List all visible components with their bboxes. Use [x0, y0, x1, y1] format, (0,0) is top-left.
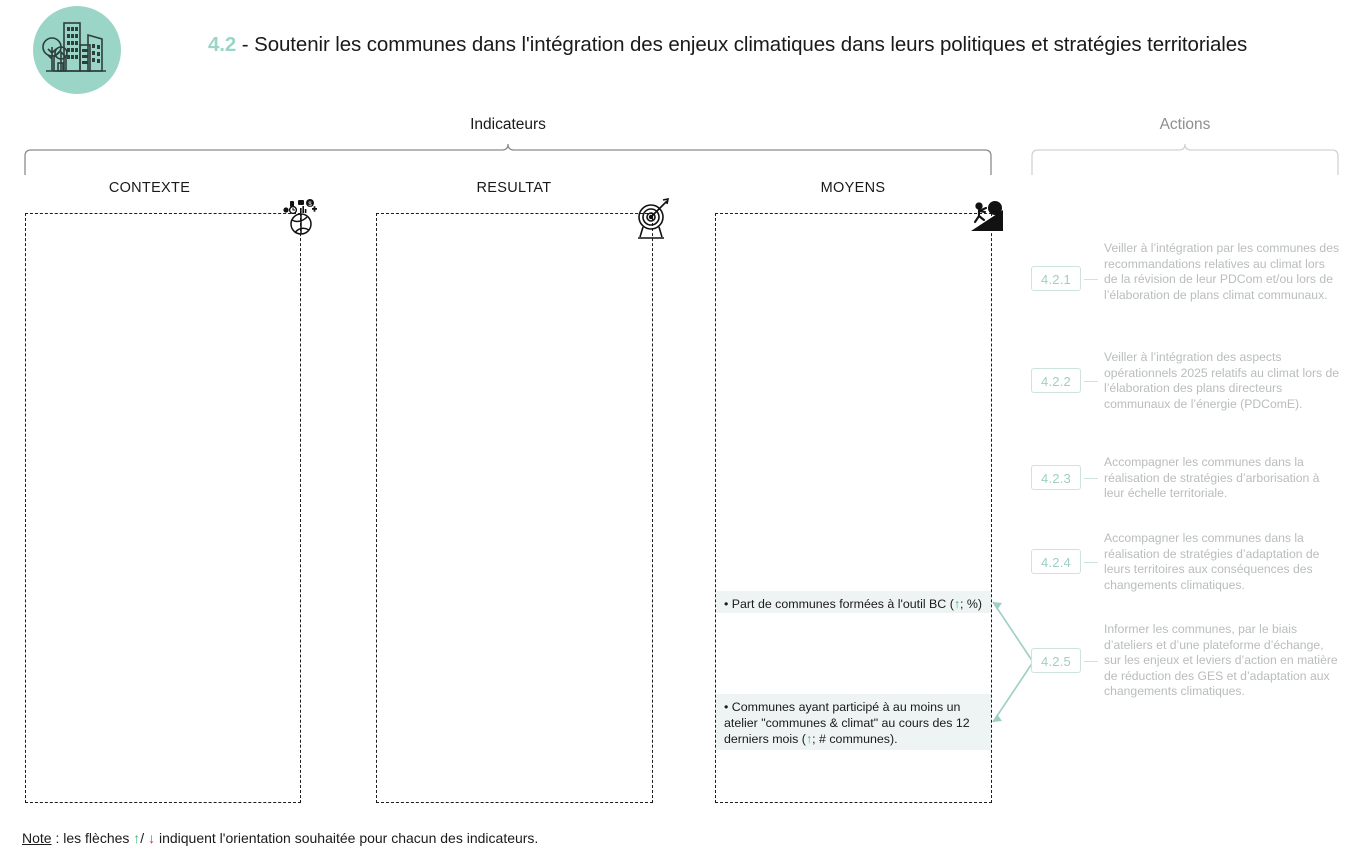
page-title-text: Soutenir les communes dans l'intégration…	[254, 33, 1248, 56]
footer-note-label: Note	[22, 830, 52, 846]
globe-data-icon: $	[281, 197, 321, 242]
bracket-actions	[1031, 143, 1339, 175]
footer-note-mid: /	[140, 830, 149, 846]
column-box-resultat	[376, 213, 653, 803]
action-badge[interactable]: 4.2.2	[1031, 368, 1081, 393]
action-text: Informer les communes, par le biais d’at…	[1104, 622, 1338, 699]
action-connector-dash	[1084, 661, 1098, 662]
action-badge[interactable]: 4.2.3	[1031, 465, 1081, 490]
action-connector-dash	[1084, 279, 1098, 280]
arrow-up-icon: ↑	[805, 732, 813, 747]
action-text: Veiller à l’intégration par les communes…	[1104, 241, 1340, 302]
indicator-text: • Communes ayant participé à au moins un…	[724, 700, 970, 747]
action-text: Accompagner les communes dans la réalisa…	[1104, 455, 1320, 501]
city-trees-icon	[42, 22, 106, 72]
indicator-row: • Communes ayant participé à au moins un…	[716, 694, 991, 750]
action-text: Accompagner les communes dans la réalisa…	[1104, 531, 1320, 592]
action-badge[interactable]: 4.2.4	[1031, 549, 1081, 574]
arrow-up-icon: ↑	[133, 830, 141, 846]
column-box-contexte	[25, 213, 301, 803]
page-title: 4.2 - Soutenir les communes dans l'intég…	[208, 33, 1247, 57]
footer-note-suffix: indiquent l'orientation souhaitée pour c…	[155, 830, 539, 846]
footer-note-prefix: : les flèches	[51, 830, 134, 846]
indicator-action-connectors	[992, 601, 1034, 723]
column-title-contexte: CONTEXTE	[108, 180, 191, 196]
bracket-indicateurs	[24, 143, 992, 175]
group-label-actions: Actions	[1159, 116, 1211, 133]
footer-note: Note : les flèches ↑/ ↓ indiquent l'orie…	[22, 830, 538, 846]
column-title-moyens: MOYENS	[820, 180, 886, 196]
column-box-moyens	[715, 213, 992, 803]
page-title-separator: -	[236, 33, 255, 56]
indicator-row: • Part de communes formées à l'outil BC …	[716, 591, 991, 613]
action-badge[interactable]: 4.2.5	[1031, 648, 1081, 673]
action-connector-dash	[1084, 381, 1098, 382]
group-label-indicateurs: Indicateurs	[470, 116, 546, 133]
indicator-text: • Part de communes formées à l'outil BC …	[724, 597, 983, 611]
header-logo	[33, 6, 121, 94]
column-title-resultat: RESULTAT	[476, 180, 552, 196]
arrow-up-icon: ↑	[953, 597, 961, 611]
action-text: Veiller à l’intégration des aspects opér…	[1104, 350, 1340, 411]
action-badge[interactable]: 4.2.1	[1031, 266, 1081, 291]
svg-text:$: $	[308, 202, 312, 208]
page-title-number: 4.2	[208, 33, 237, 56]
target-dart-icon	[634, 197, 672, 244]
person-pushing-boulder-icon	[969, 197, 1009, 242]
action-connector-dash	[1084, 562, 1098, 563]
arrow-down-icon: ↓	[148, 830, 156, 846]
action-connector-dash	[1084, 478, 1098, 479]
